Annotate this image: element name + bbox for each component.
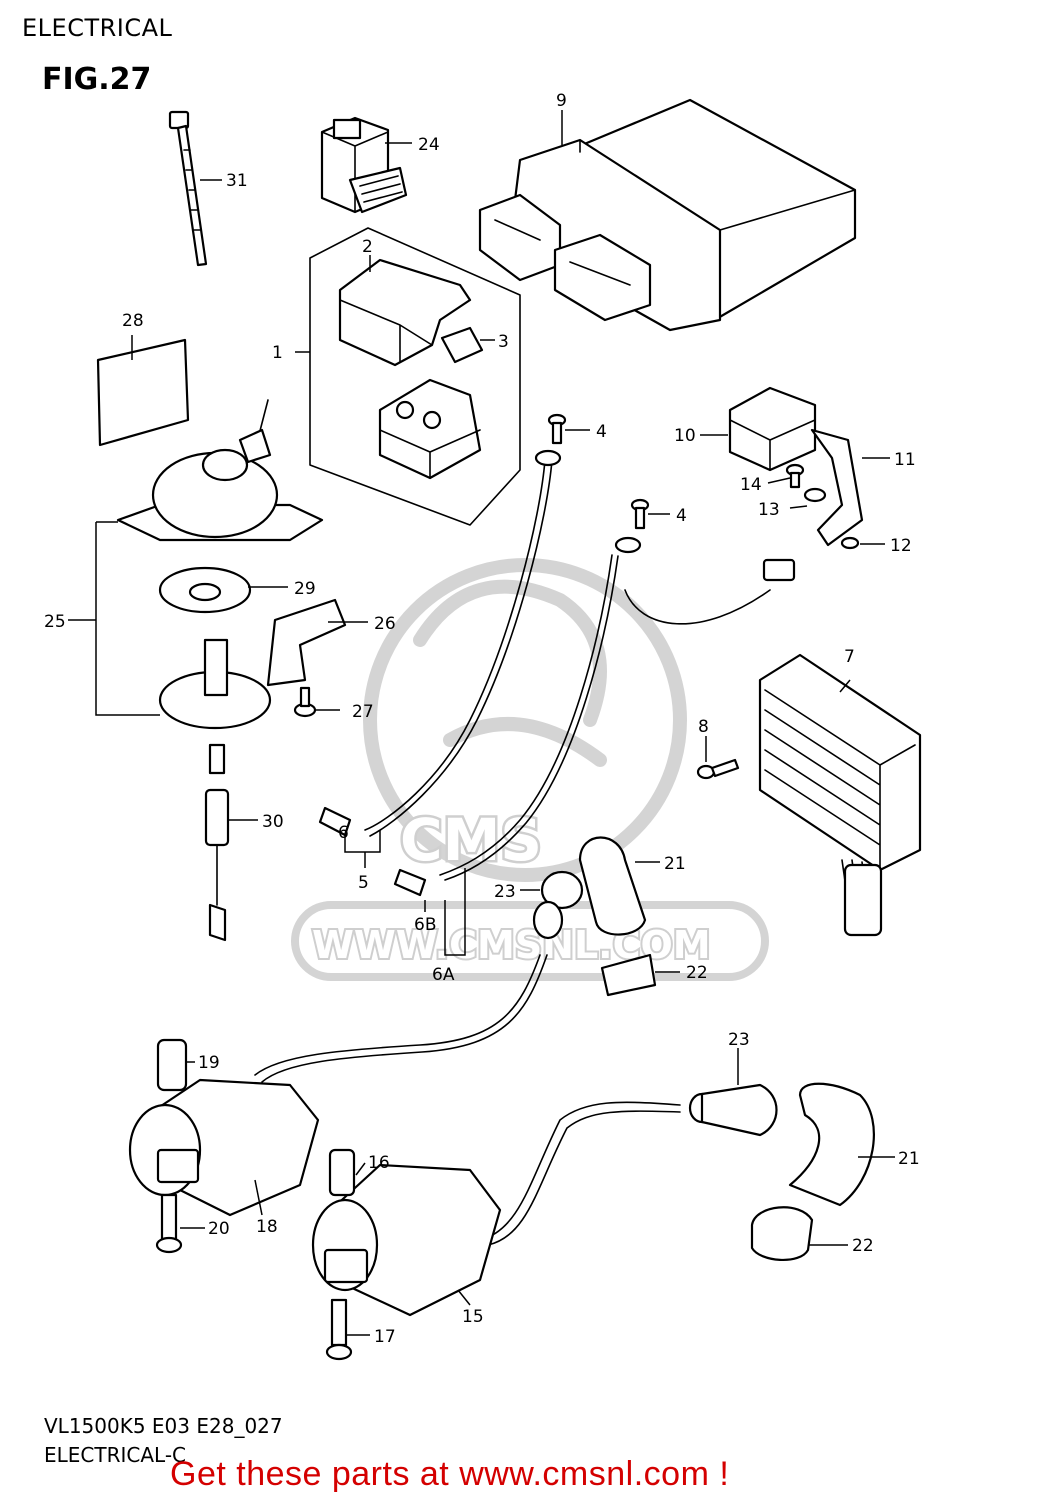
high-tension-cord-lower: [479, 1101, 681, 1241]
callout-19: 19: [198, 1053, 220, 1073]
part-27-bolt: [293, 686, 317, 718]
callout-15: 15: [462, 1307, 484, 1327]
part-30-spark-plug-cap: [204, 788, 230, 942]
section-title: ELECTRICAL: [22, 14, 173, 42]
part-16-collar: [328, 1148, 356, 1197]
callout-3: 3: [498, 332, 509, 352]
callout-14: 14: [740, 475, 762, 495]
part-4-bolt-upper: [547, 413, 567, 445]
callout-8: 8: [698, 717, 709, 737]
battery-cable-6b: [318, 449, 562, 837]
callout-23-upper: 23: [494, 882, 516, 902]
part-22-seal-lower: [750, 1206, 814, 1262]
callout-31: 31: [226, 171, 248, 191]
callout-7: 7: [844, 647, 855, 667]
part-21-boot-upper: [578, 836, 647, 936]
callout-6: 6: [338, 823, 349, 843]
callout-24: 24: [418, 135, 440, 155]
part-28-label: [96, 338, 190, 447]
model-code: VL1500K5 E03 E28_027: [44, 1414, 283, 1438]
callout-21-lower: 21: [898, 1149, 920, 1169]
leader-lines: [68, 110, 895, 1336]
callout-26: 26: [374, 614, 396, 634]
callout-labels: 1 2 3 4 4 5 6 6A 6B 7 8 9 10 11 12 13 14…: [44, 91, 920, 1347]
callout-22-lower: 22: [852, 1236, 874, 1256]
callout-10: 10: [674, 426, 696, 446]
callout-29: 29: [294, 579, 316, 599]
part-25-horn-base: [158, 638, 272, 775]
part-31-cable-tie: [168, 110, 208, 267]
figure-number: FIG.27: [42, 62, 152, 97]
callout-25: 25: [44, 612, 66, 632]
promo-banner-link[interactable]: Get these parts at www.cmsnl.com !: [170, 1455, 730, 1493]
callout-5: 5: [358, 873, 369, 893]
part-20-bolt: [155, 1193, 183, 1254]
part-9-ecm: [478, 98, 857, 332]
watermark-url: WWW.CMSNL.COM: [312, 923, 711, 967]
part-19-collar: [156, 1038, 188, 1092]
part-10-turn-signal-relay: [728, 386, 817, 472]
callout-21-upper: 21: [664, 854, 686, 874]
part-12-nut: [840, 536, 860, 550]
part-1-group-outline: [309, 227, 521, 526]
callout-4-upper: 4: [596, 422, 607, 442]
high-tension-cord-upper: [254, 954, 541, 1076]
callout-9: 9: [556, 91, 567, 111]
callout-13: 13: [758, 500, 780, 520]
part-11-bracket: [810, 428, 864, 547]
part-29-cushion: [158, 566, 252, 614]
callout-16: 16: [368, 1153, 390, 1173]
diagram-caption: ELECTRICAL-C: [44, 1443, 187, 1467]
callout-1: 1: [272, 343, 283, 363]
cms-watermark: CMS WWW.CMSNL.COM: [291, 558, 769, 981]
callout-12: 12: [890, 536, 912, 556]
callout-22-upper: 22: [686, 963, 708, 983]
part-15-ignition-coil: [311, 1163, 502, 1317]
callout-27: 27: [352, 702, 374, 722]
part-24-relay: [320, 116, 408, 214]
part-3-fuse: [440, 326, 484, 364]
callout-20: 20: [208, 1219, 230, 1239]
part-14-bolt: [785, 463, 805, 489]
part-22-seal-upper: [600, 953, 657, 997]
high-tension-cord-upper-2: [261, 954, 548, 1083]
callout-6b: 6B: [414, 915, 436, 935]
callout-11: 11: [894, 450, 916, 470]
callout-18: 18: [256, 1217, 278, 1237]
callout-28: 28: [122, 311, 144, 331]
callout-6a: 6A: [432, 965, 455, 985]
part-8-bolt: [696, 758, 740, 780]
watermark-brand: CMS: [400, 806, 542, 874]
callout-23-lower: 23: [728, 1030, 750, 1050]
part-13-washer: [803, 487, 827, 503]
part-4-bolt-lower: [630, 498, 650, 530]
part-7-regulator-rectifier: [758, 653, 922, 937]
part-21-boot-lower: [788, 1082, 875, 1207]
part-2-starter-relay-cover: [338, 258, 472, 367]
high-tension-cord-lower-2: [487, 1110, 681, 1246]
callout-30: 30: [262, 812, 284, 832]
callout-17: 17: [374, 1327, 396, 1347]
part-23-cap-upper: [532, 870, 584, 940]
part-25-horn: [116, 399, 324, 542]
callout-2: 2: [362, 237, 373, 257]
part-26-bracket: [266, 598, 347, 687]
part-18-ignition-coil: [128, 1078, 320, 1217]
part-23-cap-lower: [688, 1083, 778, 1137]
callout-4-lower: 4: [676, 506, 687, 526]
part-1-starter-relay: [378, 378, 482, 480]
part-17-bolt: [325, 1298, 353, 1361]
battery-cable-6a: [393, 536, 796, 897]
